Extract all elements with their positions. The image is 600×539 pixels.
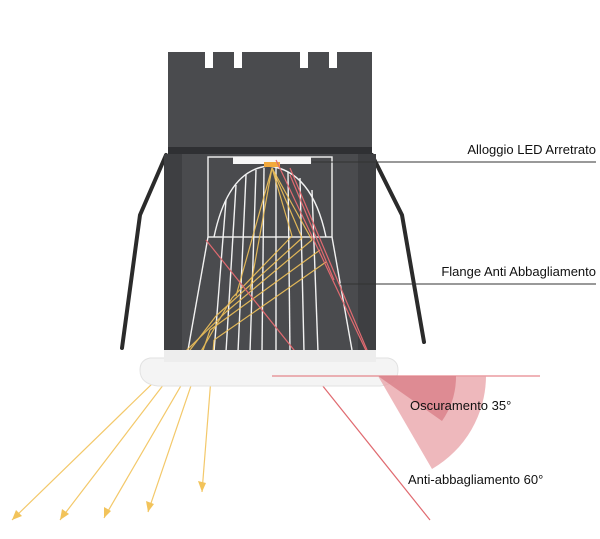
spring-clip-right <box>370 153 426 344</box>
label-anti-glare-angle: Anti-abbagliamento 60° <box>408 472 543 487</box>
trim-bezel <box>139 350 399 387</box>
label-anti-glare-flange: Flange Anti Abbagliamento <box>441 264 596 279</box>
leader-lines <box>312 161 596 285</box>
housing <box>164 52 376 362</box>
cutoff-sector <box>378 376 457 421</box>
label-recessed-led: Alloggio LED Arretrato <box>467 142 596 157</box>
led-chip <box>233 157 311 167</box>
ray-arrowheads <box>12 481 206 520</box>
label-cutoff-angle: Oscuramento 35° <box>410 398 511 413</box>
spring-clip-left <box>120 153 168 350</box>
anti-glare-sector <box>378 376 486 469</box>
